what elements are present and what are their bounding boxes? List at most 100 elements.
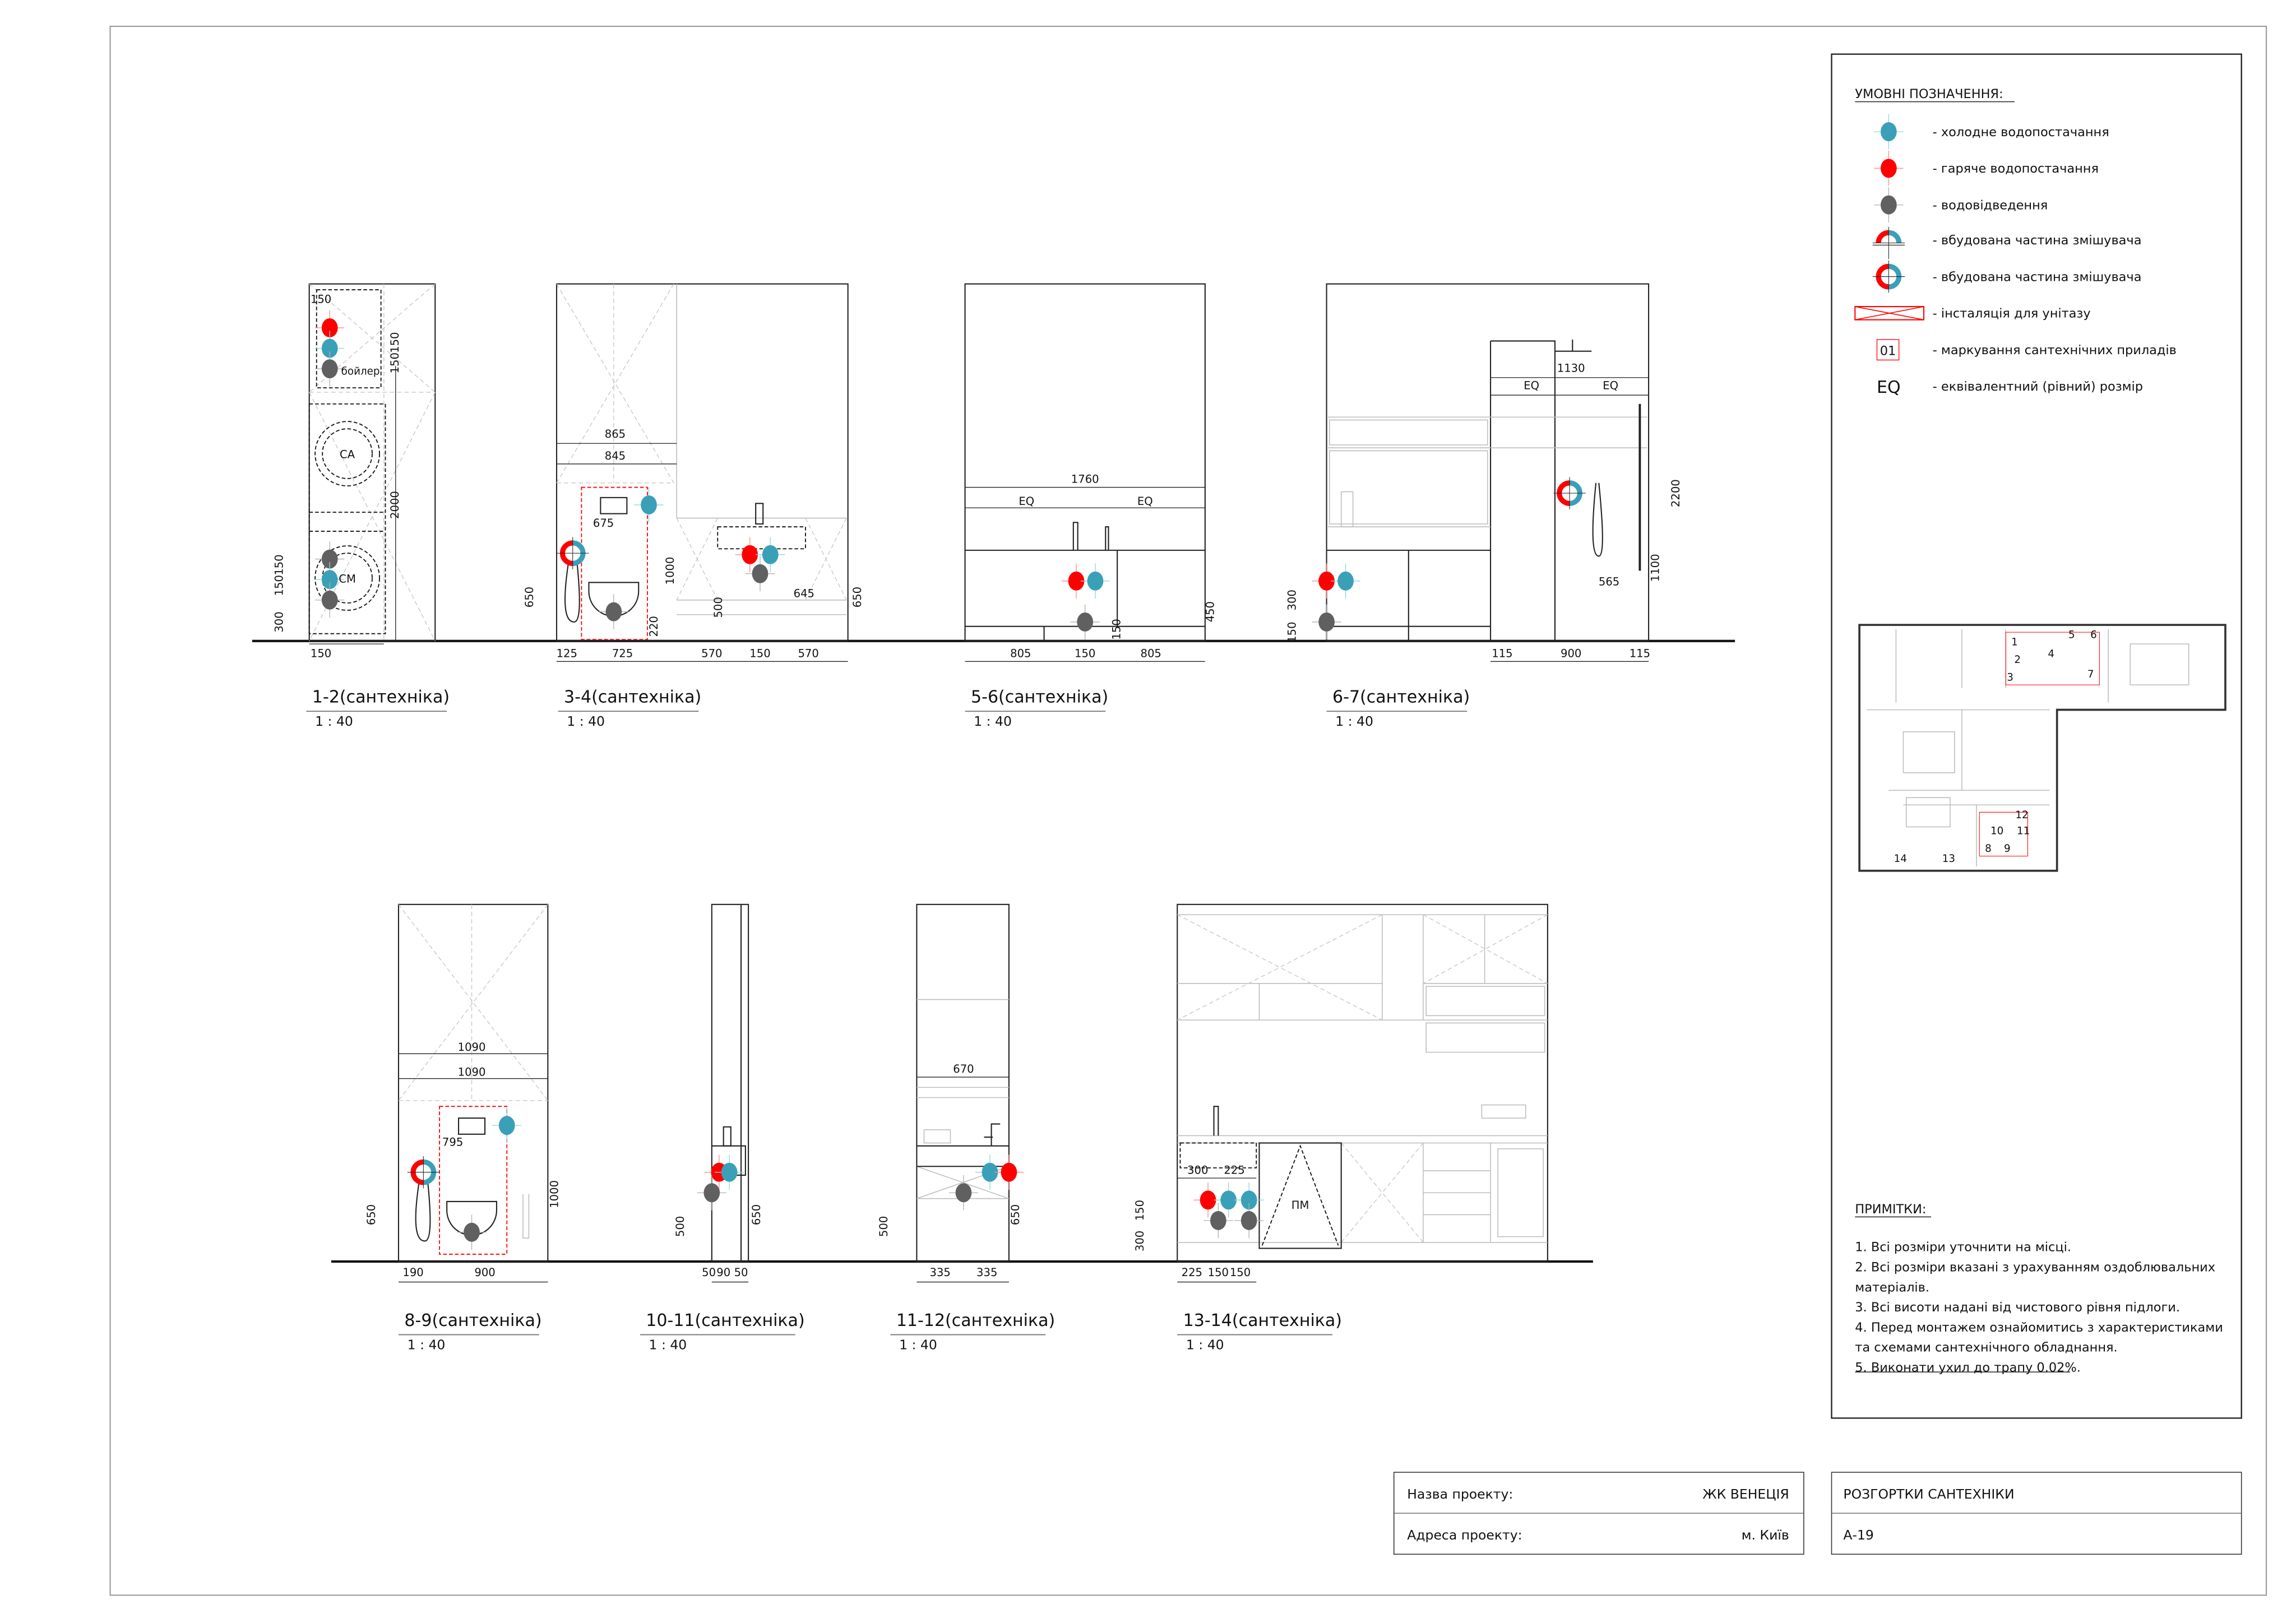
washer-label: СМ: [339, 572, 356, 585]
dimension-label: EQ: [1603, 379, 1618, 392]
legend-item-label: - холодне водопостачання: [1933, 125, 2109, 140]
dimension-label: 335: [929, 1266, 950, 1279]
dimension-label: 150: [1208, 1266, 1229, 1279]
legend-title: УМОВНІ ПОЗНАЧЕННЯ:: [1855, 87, 2003, 101]
fixture-marker: 10: [1991, 825, 2003, 837]
dimension-label: 1090: [458, 1041, 486, 1054]
view-title: 1-2(сантехніка): [312, 687, 450, 707]
dimension-label: 1100: [1649, 554, 1661, 582]
dimension-label: 300: [1133, 1231, 1146, 1251]
dimension-label: 795: [442, 1136, 463, 1149]
fixture-marker: 4: [2048, 648, 2054, 660]
dimension-label: 650: [523, 587, 536, 608]
hot-pipe-point: [994, 1154, 1024, 1190]
drain-pipe-point: [1070, 604, 1100, 640]
elevation-5-6: [964, 283, 1206, 642]
sheet-frame: [109, 25, 2267, 1596]
legend-item-label: - водовідведення: [1933, 198, 2048, 212]
notes-section: ПРИМІТКИ: 1. Всі розміри уточнити на міс…: [1855, 1202, 2223, 1375]
view-title: 10-11(сантехніка): [646, 1311, 804, 1330]
elevation-1-2: [308, 283, 436, 642]
cold-pipe-point: [315, 331, 345, 366]
dimension-label: 150: [1133, 1200, 1146, 1221]
legend-panel: УМОВНІ ПОЗНАЧЕННЯ: - холодне водопостача…: [1831, 53, 2242, 1419]
project-name-label: Назва проекту:: [1407, 1486, 1513, 1502]
sheet-title: РОЗГОРТКИ САНТЕХНІКИ: [1843, 1486, 2014, 1502]
note-line: матеріалів.: [1855, 1280, 1929, 1295]
drain-pipe-point: [315, 582, 345, 618]
dimension-label: 50: [734, 1266, 748, 1279]
mixer-half-ring-icon: [1872, 226, 1905, 259]
drain-pipe-point: [599, 594, 628, 629]
dimension-label: 865: [605, 428, 626, 440]
dimension-label: 150: [311, 293, 331, 306]
view-scale: 1 : 40: [974, 713, 1012, 729]
fixture-marker-icon: 01: [1880, 344, 1896, 358]
cold-pipe-point: [1080, 563, 1110, 599]
view-scale: 1 : 40: [315, 713, 353, 729]
dimension-label: 900: [474, 1266, 495, 1279]
cold-pipe-point: [715, 1154, 744, 1190]
dimension-label: 500: [712, 597, 725, 618]
drain-pipe-point: [1203, 1203, 1233, 1239]
dishwasher-label: ПМ: [1292, 1199, 1309, 1212]
dimension-label: 2000: [388, 491, 401, 519]
elevation-11-12: [916, 903, 1010, 1263]
view-scale: 1 : 40: [649, 1337, 687, 1353]
dimension-label: 565: [1599, 576, 1619, 588]
dimension-label: 150: [1075, 647, 1095, 660]
dimension-label: 570: [798, 647, 818, 660]
notes-title: ПРИМІТКИ:: [1855, 1202, 1926, 1217]
mixer-ring-icon: [557, 537, 589, 569]
dimension-label: EQ: [1137, 495, 1153, 508]
dimension-label: 115: [1630, 647, 1650, 660]
elevation-6-7: [1326, 283, 1650, 642]
dimension-label: 150: [1286, 622, 1299, 642]
dimension-label: 300: [1187, 1163, 1208, 1176]
fixture-marker: 2: [2014, 654, 2021, 666]
fixture-marker: 13: [1942, 853, 1955, 865]
view-scale: 1 : 40: [899, 1337, 937, 1353]
dimension-label: 650: [851, 587, 864, 608]
dimension-label: 2200: [1669, 479, 1682, 507]
dimension-label: 500: [877, 1216, 890, 1237]
view-title: 11-12(сантехніка): [896, 1311, 1055, 1330]
project-address: м. Київ: [1742, 1527, 1789, 1543]
view-scale: 1 : 40: [567, 713, 605, 729]
cold-pipe-point: [634, 487, 664, 523]
dimension-label: 805: [1141, 647, 1161, 660]
view-title: 6-7(сантехніка): [1332, 687, 1470, 707]
dimension-label: 805: [1010, 647, 1031, 660]
cold-pipe-point: [756, 537, 785, 573]
dimension-label: 225: [1224, 1163, 1244, 1176]
cold-pipe-point: [1331, 563, 1360, 599]
dimension-label: 150: [1230, 1266, 1251, 1279]
dimension-label: 50: [702, 1266, 716, 1279]
mixer-ring-icon: [407, 1156, 440, 1189]
dimension-label: 150: [388, 353, 401, 373]
drain-pipe-point: [457, 1214, 487, 1250]
legend-item-label: - гаряче водопостачання: [1933, 161, 2099, 176]
dimension-label: 450: [1204, 601, 1217, 622]
dimension-label: 650: [365, 1204, 378, 1225]
dimension-label: 150: [749, 647, 770, 660]
cold-pipe-point: [492, 1107, 522, 1143]
note-line: 4. Перед монтажем ознайомитись з характе…: [1855, 1320, 2223, 1335]
dimension-label: 125: [557, 647, 577, 660]
fixture-marker: 9: [2004, 843, 2011, 855]
hot-water-dot-icon: [1874, 150, 1904, 186]
project-address-label: Адреса проекту:: [1407, 1527, 1522, 1543]
view-scale: 1 : 40: [1335, 713, 1373, 729]
dimension-label: EQ: [1019, 495, 1034, 508]
dimension-label: 1760: [1071, 473, 1099, 486]
legend-item-label: - вбудована частина змішувача: [1933, 233, 2142, 248]
dimension-label: 1130: [1557, 361, 1585, 374]
view-title: 8-9(сантехніка): [404, 1311, 541, 1330]
note-line: 1. Всі розміри уточнити на місці.: [1855, 1240, 2071, 1255]
legend-item-label: - еквівалентний (рівний) розмір: [1933, 379, 2143, 394]
dryer-label: СА: [340, 448, 355, 461]
dimension-label: 845: [605, 449, 626, 462]
dimension-label: 670: [953, 1063, 974, 1075]
